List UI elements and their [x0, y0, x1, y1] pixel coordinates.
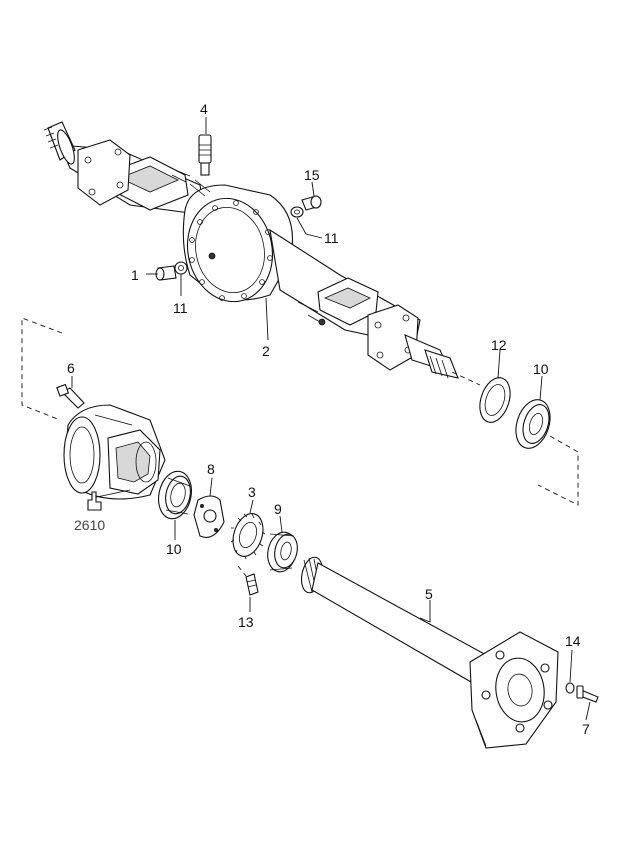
callout-1: 1: [131, 267, 139, 283]
axle-housing[interactable]: [43, 121, 459, 379]
callout-11-upper: 11: [324, 230, 339, 246]
callout-3: 3: [248, 484, 256, 500]
bolt-7[interactable]: [576, 685, 599, 703]
callout-14: 14: [565, 633, 581, 649]
callout-8: 8: [207, 461, 215, 477]
screw-13[interactable]: [245, 573, 259, 596]
bearing-10-right[interactable]: [510, 395, 556, 452]
brake-drum-assembly[interactable]: [63, 404, 166, 500]
callout-15: 15: [304, 167, 320, 183]
axle-shaft[interactable]: [298, 555, 559, 749]
bowl-bolt-holes: [189, 200, 273, 301]
bolt-1[interactable]: [155, 265, 177, 281]
retainer-plate-8[interactable]: [193, 495, 225, 538]
callout-10-right: 10: [533, 361, 549, 377]
callout-7: 7: [582, 721, 590, 737]
washer-11-upper[interactable]: [290, 206, 304, 218]
callout-5: 5: [425, 586, 433, 602]
pointer-hand-icon: [87, 491, 102, 511]
callout-13: 13: [238, 614, 254, 630]
oil-seal-12[interactable]: [475, 374, 516, 426]
callout-2: 2: [262, 343, 270, 359]
washer-11-lower[interactable]: [174, 261, 188, 275]
callout-4: 4: [200, 101, 208, 117]
bolt-15[interactable]: [301, 195, 322, 211]
bearing-9[interactable]: [264, 530, 300, 575]
washer-14[interactable]: [565, 682, 575, 694]
callout-10-left: 10: [166, 541, 182, 557]
callout-9: 9: [274, 501, 282, 517]
callout-12: 12: [491, 337, 507, 353]
assembly-guide-lines: [21, 317, 579, 577]
hub-bolt-6[interactable]: [56, 383, 85, 409]
lock-washer-3[interactable]: [228, 510, 268, 560]
callout-11-lower: 11: [173, 300, 188, 316]
callout-6: 6: [67, 360, 75, 376]
bearing-10-left[interactable]: [154, 468, 195, 522]
callout-2610: 2610: [74, 517, 105, 533]
leader-lines: [71, 117, 591, 721]
breather-stud[interactable]: [198, 134, 212, 176]
